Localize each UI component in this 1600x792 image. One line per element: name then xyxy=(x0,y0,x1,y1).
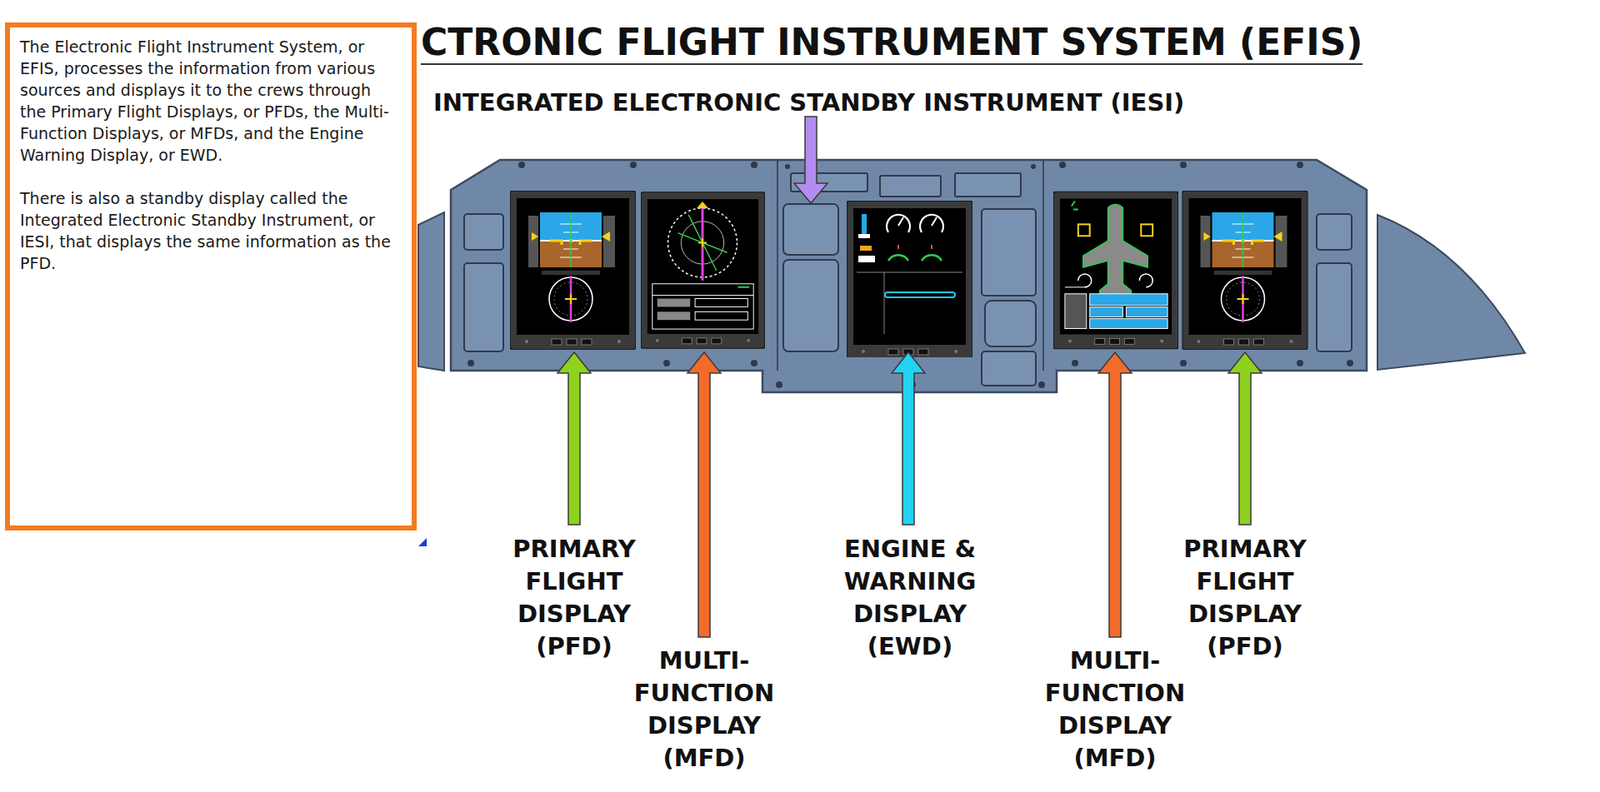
side-trim xyxy=(418,212,445,371)
callout-arrow xyxy=(891,352,925,525)
callout-label: MULTI- FUNCTION DISPLAY (MFD) xyxy=(1045,645,1185,775)
callout-label: ENGINE & WARNING DISPLAY (EWD) xyxy=(826,533,994,664)
multi-function-display xyxy=(640,191,765,349)
text-panel: The Electronic Flight Instrument System,… xyxy=(5,22,417,531)
panel-paragraph: The Electronic Flight Instrument System,… xyxy=(20,35,400,166)
callout-label: PRIMARY FLIGHT DISPLAY (PFD) xyxy=(1183,533,1306,664)
callout-label: MULTI- FUNCTION DISPLAY (MFD) xyxy=(634,645,775,775)
panel-paragraph: There is also a standby display called t… xyxy=(20,187,400,275)
primary-flight-display xyxy=(1182,190,1309,350)
primary-flight-display xyxy=(510,190,636,350)
engine-warning-display xyxy=(846,200,973,360)
diagram-title: CTRONIC FLIGHT INSTRUMENT SYSTEM (EFIS) xyxy=(420,21,1363,65)
side-trim xyxy=(1377,215,1525,370)
callout-arrow xyxy=(1098,352,1132,638)
callout-arrow xyxy=(687,352,721,638)
corner-mark xyxy=(418,538,427,547)
callout-arrow xyxy=(1228,352,1262,525)
multi-function-display xyxy=(1053,191,1179,350)
callout-label: PRIMARY FLIGHT DISPLAY (PFD) xyxy=(512,533,635,664)
callout-arrow xyxy=(794,116,828,204)
component-label: INTEGRATED ELECTRONIC STANDBY INSTRUMENT… xyxy=(433,88,1185,117)
callout-arrow xyxy=(557,352,591,525)
